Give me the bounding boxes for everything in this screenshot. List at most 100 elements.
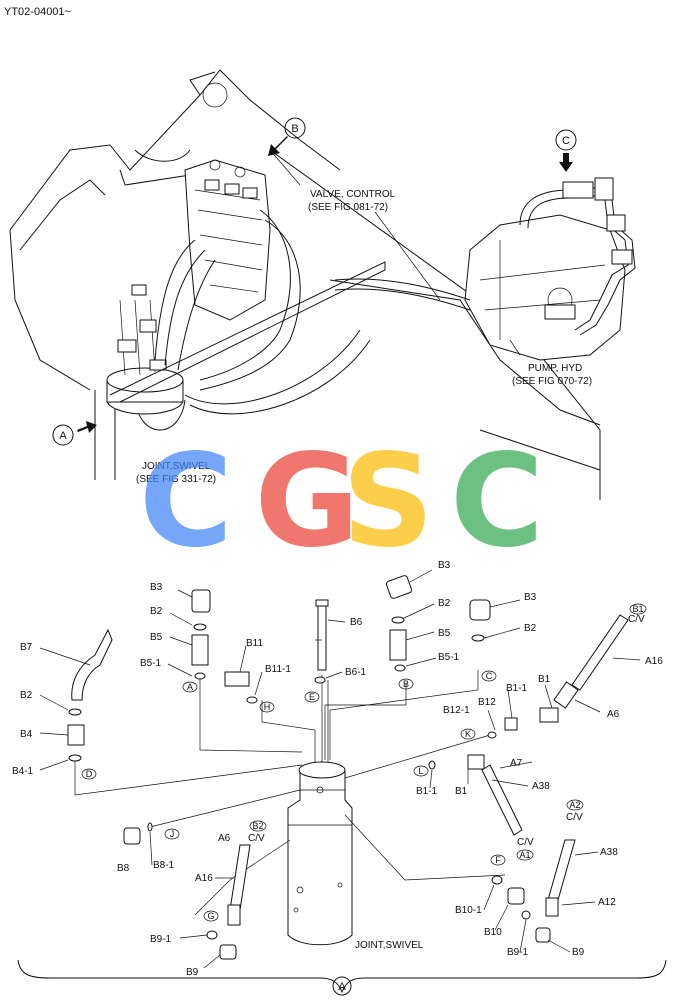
- callout-a-letter: A: [59, 430, 67, 442]
- port-letter-b2: B2: [252, 821, 263, 831]
- part-label-b41: B4-1: [12, 766, 34, 777]
- callout-c: C: [555, 129, 577, 172]
- port-letter-h: H: [264, 702, 271, 712]
- part-label-b91-a: B9-1: [150, 934, 172, 945]
- part-label-a7: A7: [510, 758, 523, 769]
- part-label-b51-b: B5-1: [438, 652, 460, 663]
- part-label-b5-a: B5: [150, 632, 163, 643]
- part-label-b9-a: B9: [186, 967, 199, 978]
- part-label-b6: B6: [350, 617, 363, 628]
- part-label-a38-a: A38: [532, 781, 550, 792]
- joint-fig: (SEE FIG 331-72): [136, 474, 216, 485]
- part-label-b81: B8-1: [153, 860, 175, 871]
- part-label-b2-a: B2: [150, 606, 163, 617]
- part-label-a12: A12: [598, 897, 616, 908]
- part-label-b1-b: B1: [455, 786, 468, 797]
- part-label-a16-a: A16: [645, 656, 663, 667]
- port-letter-l: L: [418, 766, 423, 776]
- part-label-b11-b: B1-1: [416, 786, 438, 797]
- part-label-b121: B12-1: [443, 705, 470, 716]
- pump-fig: (SEE FIG 070-72): [512, 376, 592, 387]
- callout-c-letter: C: [562, 135, 570, 147]
- port-marker-l: L: [413, 765, 429, 777]
- part-label-b11: B11: [246, 638, 263, 649]
- port-letter-a1: A1: [519, 850, 530, 860]
- part-label-b11-a: B1-1: [506, 683, 528, 694]
- part-labels: B3 B2 B5 B5-1 B3 B2 B5 B5-1 B3 B2 B6 B6-…: [12, 560, 663, 978]
- part-label-b2-c: B2: [524, 623, 537, 634]
- serial-range: YT02-04001~: [4, 6, 71, 18]
- watermark-s: S: [342, 427, 434, 576]
- callout-b-letter: B: [291, 123, 298, 135]
- part-label-b9-b: B9: [572, 947, 585, 958]
- port-marker-k: K: [460, 728, 476, 740]
- part-label-a16-b: A16: [195, 873, 213, 884]
- part-label-b2-d: B2: [20, 690, 33, 701]
- part-label-b8: B8: [117, 863, 130, 874]
- detail-a-drawing: [17, 569, 667, 996]
- detail-joint-label: JOINT,SWIVEL: [355, 940, 424, 951]
- part-label-cv-b: C/V: [517, 837, 534, 848]
- port-letter-f: F: [495, 855, 501, 865]
- port-marker-j: J: [164, 828, 180, 840]
- part-label-b7: B7: [20, 642, 33, 653]
- port-marker-e: E: [304, 691, 320, 703]
- port-letter-e: E: [309, 692, 315, 702]
- port-marker-h: H: [259, 701, 275, 713]
- port-letter-a: A: [187, 682, 193, 692]
- part-label-b3-a: B3: [150, 582, 163, 593]
- port-marker-a1: A1: [516, 849, 534, 861]
- port-letter-g: G: [207, 911, 214, 921]
- port-letter-c: C: [486, 671, 493, 681]
- port-marker-c: C: [481, 670, 497, 682]
- port-markers: A B C D E F G H J K L B1 B2 A1 A2: [81, 603, 647, 922]
- port-letter-k: K: [465, 729, 471, 739]
- watermark-g: G: [254, 427, 359, 576]
- port-letter-a2: A2: [569, 800, 580, 810]
- part-label-a38-b: A38: [600, 847, 618, 858]
- port-marker-a: A: [182, 681, 198, 693]
- watermark-c1: C: [139, 427, 233, 576]
- part-label-b3-c: B3: [524, 592, 537, 603]
- part-label-cv-d: C/V: [248, 833, 265, 844]
- pump-title: PUMP, HYD: [528, 363, 582, 374]
- part-label-b1-a: B1: [538, 674, 551, 685]
- valve-reference: VALVE, CONTROL (SEE FIG 081-72): [269, 149, 441, 301]
- port-letter-b1: B1: [632, 604, 643, 614]
- pump-reference: PUMP, HYD (SEE FIG 070-72): [509, 339, 592, 387]
- part-label-b10: B10: [484, 927, 502, 938]
- port-marker-b1: B1: [629, 603, 647, 615]
- footer-ref: A: [338, 981, 346, 993]
- part-label-b61: B6-1: [345, 667, 367, 678]
- part-label-b5-b: B5: [438, 628, 451, 639]
- upper-frame-drawing: [9, 69, 636, 500]
- part-label-a6-a: A6: [607, 709, 620, 720]
- part-label-cv-c: C/V: [566, 812, 583, 823]
- part-label-b91-b: B9-1: [507, 947, 529, 958]
- part-label-b3-b: B3: [438, 560, 451, 571]
- part-label-b4: B4: [20, 729, 33, 740]
- part-label-b2-b: B2: [438, 598, 451, 609]
- callout-b: B: [268, 117, 306, 156]
- joint-reference: JOINT,SWIVEL (SEE FIG 331-72): [136, 461, 216, 485]
- part-label-cv-a: C/V: [628, 614, 645, 625]
- part-label-b12: B12: [478, 697, 496, 708]
- port-letter-j: J: [170, 829, 175, 839]
- joint-title: JOINT,SWIVEL: [142, 461, 211, 472]
- watermark-c2: C: [450, 427, 544, 576]
- part-label-a6-b: A6: [218, 833, 231, 844]
- part-label-b51-a: B5-1: [140, 658, 162, 669]
- cgsc-watermark: C G S C: [139, 427, 544, 576]
- port-marker-a2: A2: [566, 799, 584, 811]
- part-label-b101: B10-1: [455, 905, 482, 916]
- port-marker-f: F: [490, 854, 506, 866]
- valve-fig: (SEE FIG 081-72): [308, 202, 388, 213]
- port-marker-b2: B2: [249, 820, 267, 832]
- port-marker-d: D: [81, 768, 97, 780]
- callout-a: A: [52, 421, 97, 446]
- port-letter-b: B: [403, 679, 409, 689]
- port-marker-g: G: [203, 910, 219, 922]
- part-label-b111: B11-1: [265, 664, 291, 675]
- valve-title: VALVE, CONTROL: [310, 189, 396, 200]
